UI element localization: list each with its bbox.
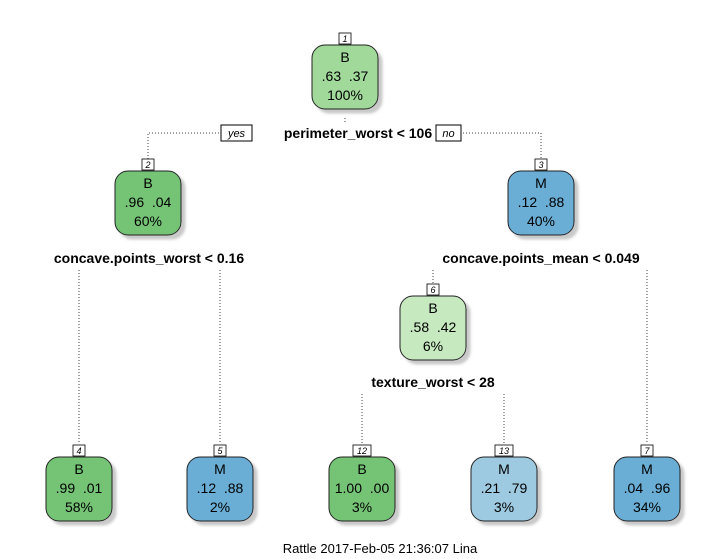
- split-label-2: concave.points_worst < 0.16: [54, 250, 244, 266]
- node-id-tag: [72, 444, 86, 457]
- node-percentage: 40%: [527, 213, 555, 229]
- tree-node-6: 6B .58 .42 6%: [399, 283, 467, 361]
- yes-label: yes: [220, 124, 253, 142]
- node-box: [507, 170, 575, 236]
- node-percentage: 3%: [352, 499, 372, 515]
- split-label-6: texture_worst < 28: [371, 374, 495, 390]
- node-id-tag: [534, 158, 548, 171]
- node-box: [328, 456, 396, 522]
- node-id: 12: [357, 446, 367, 456]
- svg-text:yes: yes: [227, 128, 246, 140]
- node-id: 4: [76, 446, 81, 456]
- edge-1-2: [147, 132, 225, 159]
- tree-node-4: 4B .99 .01 58%: [45, 444, 113, 522]
- node-class-label: M: [498, 461, 510, 477]
- node-id-tag: [640, 444, 654, 457]
- node-class-label: B: [428, 300, 437, 316]
- node-id: 1: [342, 34, 347, 44]
- node-box: [470, 456, 538, 522]
- node-class-label: B: [143, 175, 152, 191]
- node-id-tag: [338, 32, 352, 45]
- node-box: [114, 170, 182, 236]
- node-probabilities: .12 .88: [197, 480, 244, 496]
- node-id: 2: [144, 160, 150, 170]
- node-id-tag: [213, 444, 227, 457]
- node-id: 5: [217, 446, 223, 456]
- node-id-tag: [426, 283, 440, 296]
- node-id: 6: [430, 285, 435, 295]
- tree-node-5: 5M .12 .88 2%: [186, 444, 254, 522]
- tree-node-1: 1B .63 .37 100%: [311, 32, 379, 110]
- node-class-label: B: [74, 461, 83, 477]
- tree-node-2: 2B .96 .04 60%: [114, 158, 182, 236]
- node-box: [186, 456, 254, 522]
- node-id-tag: [494, 444, 514, 457]
- node-percentage: 2%: [210, 499, 230, 515]
- node-percentage: 60%: [134, 213, 162, 229]
- node-class-label: B: [357, 461, 366, 477]
- node-id-tag: [352, 444, 372, 457]
- node-percentage: 3%: [494, 499, 514, 515]
- node-probabilities: .58 .42: [410, 319, 457, 335]
- svg-text:no: no: [442, 128, 454, 140]
- tree-node-13: 13M .21 .79 3%: [470, 444, 538, 522]
- node-class-label: B: [340, 49, 349, 65]
- tree-node-12: 12B 1.00 .00 3%: [328, 444, 396, 522]
- edge-1-3: [460, 132, 542, 159]
- split-label-3: concave.points_mean < 0.049: [442, 250, 639, 266]
- split-label-1: perimeter_worst < 106: [284, 125, 432, 141]
- node-probabilities: .96 .04: [125, 194, 172, 210]
- node-id: 3: [538, 160, 543, 170]
- node-box: [45, 456, 113, 522]
- node-probabilities: .63 .37: [322, 68, 369, 84]
- node-box: [613, 456, 681, 522]
- node-percentage: 100%: [327, 87, 363, 103]
- no-label: no: [435, 124, 462, 142]
- node-box: [399, 295, 467, 361]
- node-percentage: 58%: [65, 499, 93, 515]
- node-id: 7: [644, 446, 650, 456]
- node-box: [311, 44, 379, 110]
- node-percentage: 34%: [633, 499, 661, 515]
- node-probabilities: .99 .01: [56, 480, 103, 496]
- node-probabilities: .04 .96: [624, 480, 671, 496]
- node-class-label: M: [641, 461, 653, 477]
- node-probabilities: .21 .79: [481, 480, 528, 496]
- node-id: 13: [499, 446, 509, 456]
- edges: [78, 118, 648, 444]
- node-class-label: M: [535, 175, 547, 191]
- node-percentage: 6%: [423, 338, 443, 354]
- footer-caption: Rattle 2017-Feb-05 21:36:07 Lina: [283, 541, 478, 556]
- node-probabilities: 1.00 .00: [335, 480, 390, 496]
- tree-node-3: 3M .12 .88 40%: [507, 158, 575, 236]
- node-class-label: M: [214, 461, 226, 477]
- tree-node-7: 7M .04 .96 34%: [613, 444, 681, 522]
- node-probabilities: .12 .88: [518, 194, 565, 210]
- node-id-tag: [141, 158, 155, 171]
